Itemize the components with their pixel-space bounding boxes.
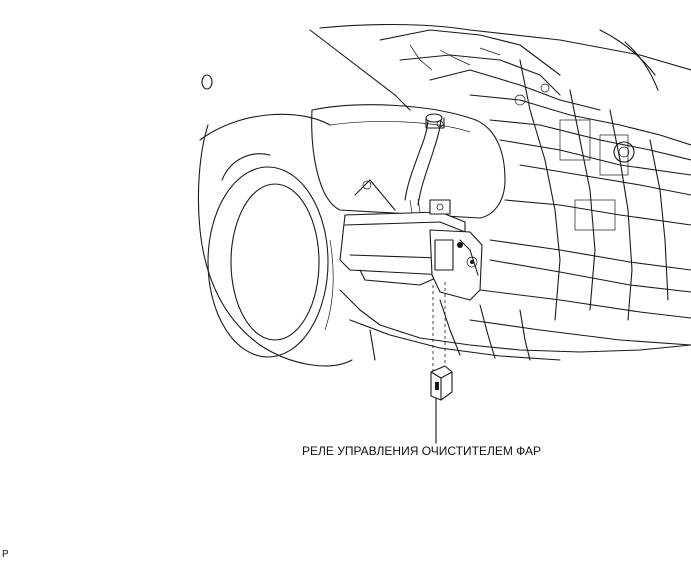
body-hole [201, 74, 213, 90]
front-bumper [339, 289, 691, 361]
corner-mark: P [2, 549, 9, 560]
install-guide-lines [432, 282, 446, 372]
headlamp [311, 104, 506, 219]
front-wheel [197, 113, 353, 367]
callout-label: РЕЛЕ УПРАВЛЕНИЯ ОЧИСТИТЕЛЕМ ФАР [302, 444, 542, 458]
washer-filler-neck [404, 113, 445, 206]
engine-compartment [309, 23, 691, 346]
relay-bracket [429, 229, 483, 301]
headlamp-cleaner-relay [430, 365, 453, 401]
